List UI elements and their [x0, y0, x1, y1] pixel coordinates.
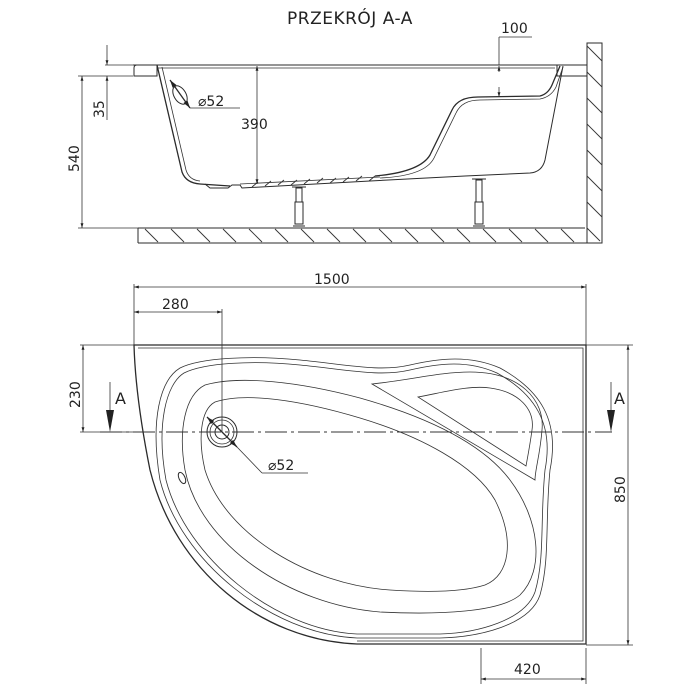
plan-view: ⌀52 A A 1500 280 [68, 272, 633, 684]
drain-offset-y-label: 230 [68, 381, 84, 408]
overall-length-label: 1500 [314, 272, 350, 288]
section-title: PRZEKRÓJ A-A [287, 7, 413, 29]
dim-overall-width [586, 344, 633, 646]
dim-total-height [78, 76, 138, 229]
drain-offset-x-label: 280 [162, 297, 189, 313]
wall-hatch [586, 42, 603, 244]
section-marker-left [106, 382, 114, 432]
dim-drain-offset-y [80, 344, 134, 432]
dim-overall-length [133, 284, 587, 345]
corner-straight-label: 420 [514, 662, 541, 678]
total-height-label: 540 [67, 145, 83, 172]
overall-width-label: 850 [613, 476, 629, 503]
overflow-hole [169, 79, 240, 109]
tub-profile [133, 64, 588, 189]
dim-drain-offset-x [134, 309, 223, 432]
tub-outline [133, 344, 587, 645]
section-marker-right [607, 382, 615, 432]
section-marker-left-label: A [115, 389, 126, 408]
floor-hatch [137, 227, 600, 244]
section-marker-right-label: A [614, 389, 625, 408]
backrest-drop-label: 100 [501, 21, 528, 37]
dim-backrest-drop [497, 36, 532, 97]
overflow-slot [177, 471, 187, 485]
support-legs [292, 178, 486, 227]
overflow-diameter-label: ⌀52 [198, 94, 224, 110]
section-view: ⌀52 35 540 390 100 [67, 21, 603, 244]
dim-corner-straight [480, 648, 587, 684]
dim-rim-thickness [78, 45, 133, 120]
drain-diameter-label: ⌀52 [268, 458, 294, 474]
inner-depth-label: 390 [241, 117, 268, 133]
rim-thickness-label: 35 [92, 100, 108, 118]
